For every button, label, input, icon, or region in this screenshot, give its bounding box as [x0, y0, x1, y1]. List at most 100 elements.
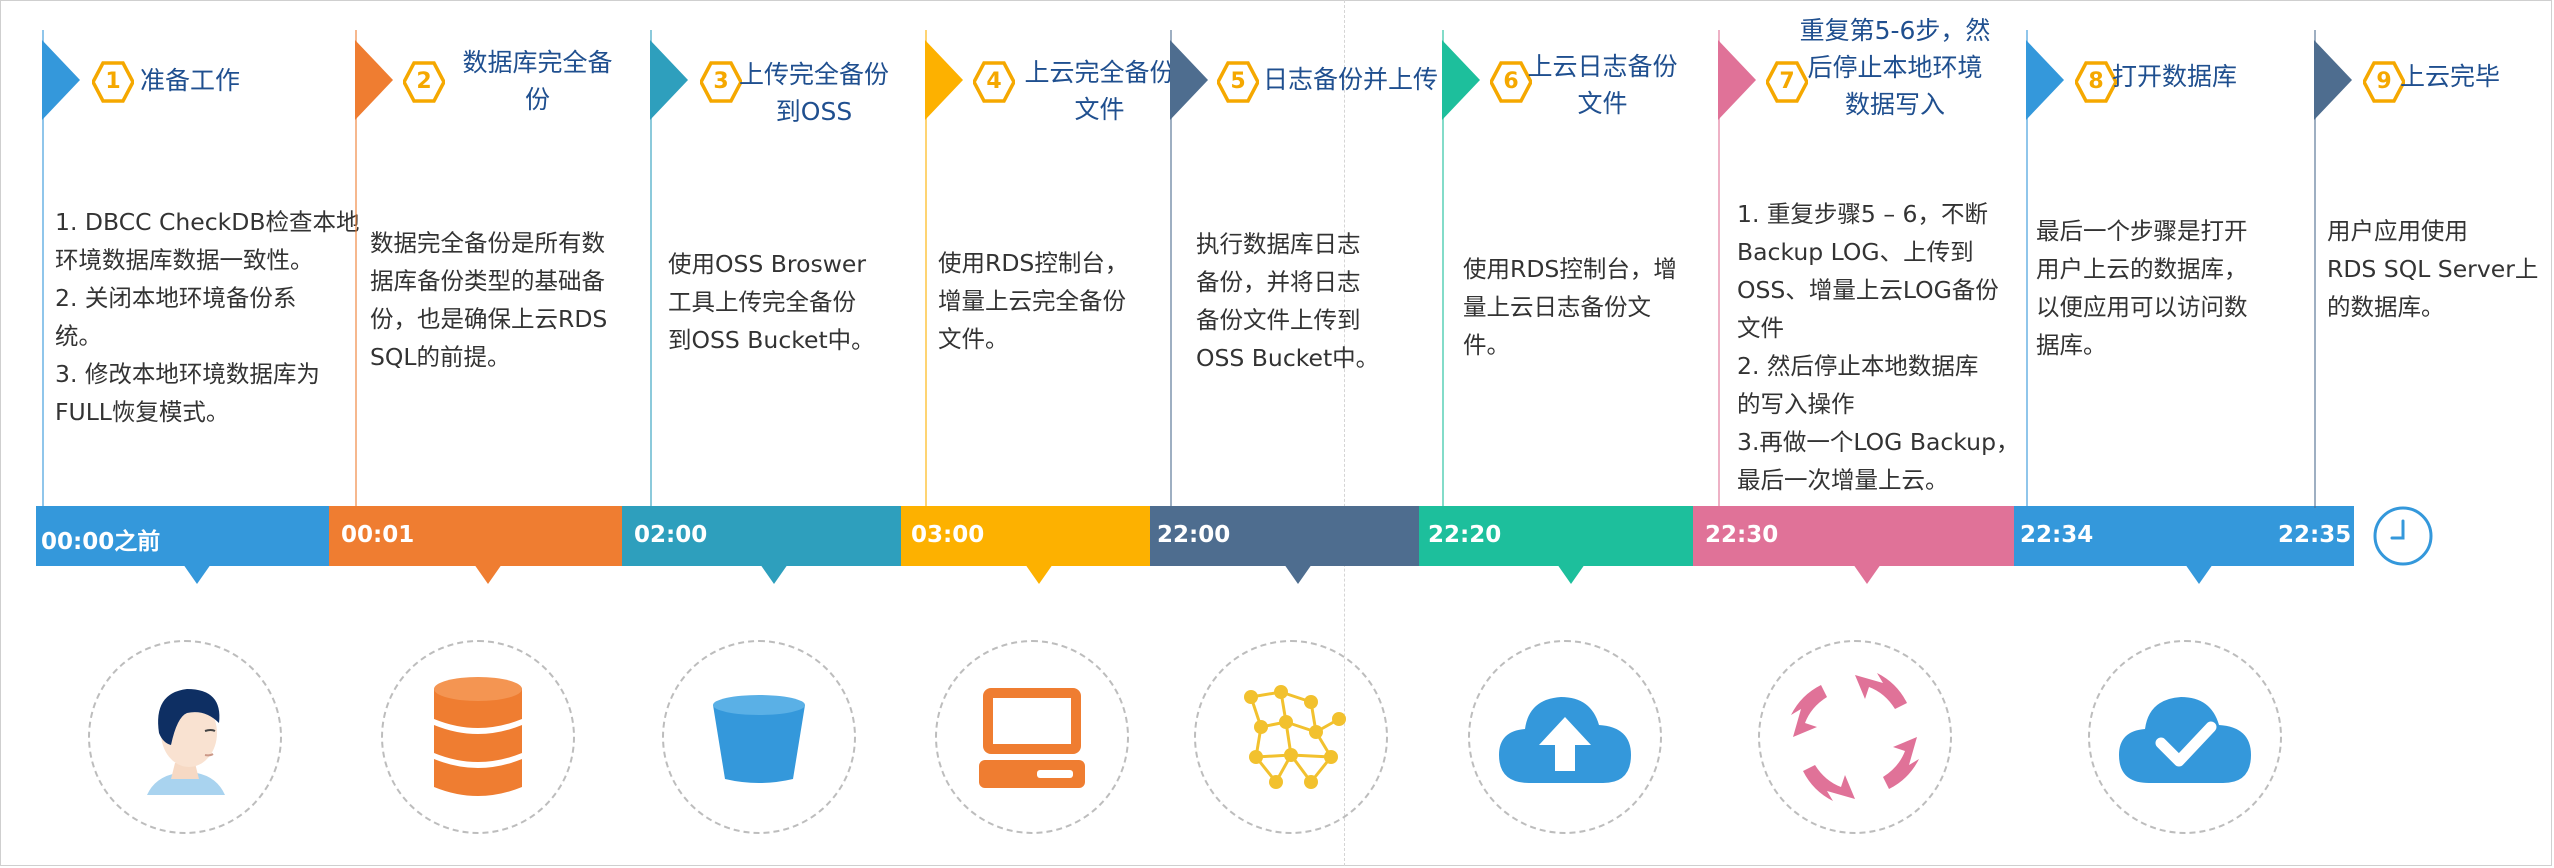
step-6-title: 上云日志备份 文件	[1527, 52, 1678, 118]
timeline-segment-2	[329, 506, 623, 566]
step-3-number: 3	[713, 69, 729, 94]
step-2-number: 2	[416, 69, 432, 94]
timeline-pointer-7	[1853, 564, 1881, 584]
step-6-description-line: 量上云日志备份文	[1463, 293, 1651, 321]
timeline-time-7: 22:30	[1705, 522, 1779, 548]
step-5-flag	[1170, 40, 1208, 120]
icon-circle-5	[1194, 640, 1388, 834]
timeline-time-end: 22:35	[2278, 522, 2352, 548]
step-5-description-line: 备份，并将日志	[1196, 268, 1361, 296]
step-9-flag	[2314, 40, 2352, 120]
timeline-time-8: 22:34	[2020, 522, 2094, 548]
step-7-description-line: 最后一次增量上云。	[1737, 466, 1949, 494]
step-2-flag	[355, 40, 393, 120]
step-2-title: 数据库完全备 份	[462, 48, 613, 114]
step-4-description-line: 文件。	[938, 325, 1009, 353]
step-5-number-badge: 5	[1217, 61, 1259, 103]
timeline-pointer-6	[1557, 564, 1585, 584]
step-1-description-line: 环境数据库数据一致性。	[55, 246, 314, 274]
step-3-description-line: 使用OSS Broswer	[668, 250, 867, 278]
icon-circle-8	[2088, 640, 2282, 834]
step-6-description-line: 件。	[1463, 331, 1510, 359]
step-5-number: 5	[1230, 69, 1246, 94]
step-8-flag	[2026, 40, 2064, 120]
icon-circle-1	[88, 640, 282, 834]
step-9-description-line: 的数据库。	[2327, 293, 2445, 321]
step-4-flag	[925, 40, 963, 120]
step-1-title: 准备工作	[140, 66, 241, 95]
step-7-description-line: 文件	[1737, 314, 1784, 342]
step-3-description-line: 工具上传完全备份	[668, 288, 856, 316]
step-9-title: 上云完毕	[2400, 62, 2501, 91]
computer-icon	[977, 682, 1087, 792]
timeline-pointer-1	[183, 564, 211, 584]
step-3-description: 使用OSS Broswer 工具上传完全备份到OSS Bucket中。	[668, 245, 875, 359]
step-8-description: 最后一个步骤是打开用户上云的数据库，以便应用可以访问数据库。	[2036, 212, 2248, 364]
step-7-description-line: Backup LOG、上传到	[1737, 238, 1974, 266]
person-icon	[125, 667, 245, 807]
step-3-number-badge: 3	[700, 61, 742, 103]
step-7-description-line: 的写入操作	[1737, 390, 1855, 418]
step-7-number: 7	[1779, 69, 1795, 94]
timeline-segment-1	[36, 506, 330, 566]
step-3-flag	[650, 40, 688, 120]
timeline-pointer-2	[474, 564, 502, 584]
step-3-description-line: 到OSS Bucket中。	[668, 326, 875, 354]
step-6-guideline	[1442, 30, 1444, 508]
step-6-number-badge: 6	[1490, 61, 1532, 103]
step-3-title: 上传完全备份 到OSS	[738, 60, 889, 126]
step-9-description: 用户应用使用 RDS SQL Server上的数据库。	[2327, 212, 2538, 326]
step-8-guideline	[2026, 30, 2028, 508]
step-1-description: 1. DBCC CheckDB检查本地环境数据库数据一致性。2. 关闭本地环境备…	[55, 203, 360, 431]
step-8-title: 打开数据库	[2112, 62, 2238, 91]
step-8-description-line: 据库。	[2036, 331, 2107, 359]
timeline-pointer-4	[1025, 564, 1053, 584]
timeline-time-1: 00:00之前	[41, 529, 161, 555]
step-5-guideline	[1170, 30, 1172, 508]
timeline-segment-3	[622, 506, 902, 566]
icon-circle-2	[381, 640, 575, 834]
step-2-description-line: 份，也是确保上云RDS	[370, 305, 608, 333]
timeline-time-4: 03:00	[911, 522, 985, 548]
cloud-upload-icon	[1495, 687, 1635, 787]
timeline-time-3: 02:00	[634, 522, 708, 548]
step-1-flag	[42, 40, 80, 120]
icon-circle-3	[662, 640, 856, 834]
step-7-guideline	[1718, 30, 1720, 508]
step-8-description-line: 用户上云的数据库，	[2036, 255, 2248, 283]
step-1-description-line: FULL恢复模式。	[55, 398, 230, 426]
step-1-description-line: 1. DBCC CheckDB检查本地	[55, 208, 360, 236]
step-1-guideline	[42, 30, 44, 508]
step-2-guideline	[355, 30, 357, 508]
step-9-description-line: 用户应用使用	[2327, 217, 2468, 245]
bucket-icon	[709, 687, 809, 787]
step-7-flag	[1718, 40, 1756, 120]
step-8-number: 8	[2088, 69, 2104, 94]
timeline-time-6: 22:20	[1428, 522, 1502, 548]
step-7-title: 重复第5-6步，然 后停止本地环境 数据写入	[1799, 16, 1991, 119]
timeline-time-2: 00:01	[341, 522, 415, 548]
step-4-title: 上云完全备份 文件	[1024, 58, 1175, 124]
step-6-description: 使用RDS控制台，增量上云日志备份文件。	[1463, 250, 1677, 364]
step-3-guideline	[650, 30, 652, 508]
step-2-description-line: SQL的前提。	[370, 343, 511, 371]
timeline-segment-6	[1419, 506, 1694, 566]
step-1-number: 1	[105, 69, 121, 94]
step-5-description-line: OSS Bucket中。	[1196, 344, 1380, 372]
step-5-description: 执行数据库日志备份，并将日志备份文件上传到 OSS Bucket中。	[1196, 225, 1379, 377]
database-icon	[428, 667, 528, 807]
step-2-description-line: 数据完全备份是所有数	[370, 229, 605, 257]
timeline-segment-5	[1150, 506, 1420, 566]
timeline-segment-7	[1693, 506, 2015, 566]
step-4-number-badge: 4	[973, 61, 1015, 103]
step-4-guideline	[925, 30, 927, 508]
step-5-description-line: 执行数据库日志	[1196, 230, 1361, 258]
step-5-title: 日志备份并上传	[1262, 65, 1438, 94]
step-1-description-line: 3. 修改本地环境数据库为	[55, 360, 320, 388]
network-icon	[1231, 677, 1351, 797]
cloud-check-icon	[2115, 687, 2255, 787]
step-9-description-line: RDS SQL Server上	[2327, 255, 2539, 283]
step-5-description-line: 备份文件上传到	[1196, 306, 1361, 334]
